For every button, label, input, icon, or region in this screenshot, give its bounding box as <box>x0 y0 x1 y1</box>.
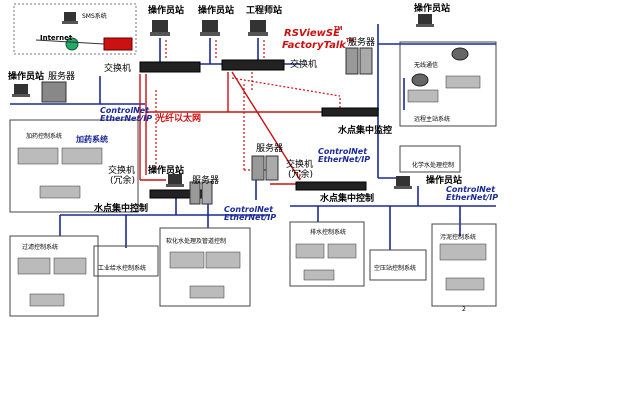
server-top-icon <box>345 47 373 75</box>
wireless-label: 无线通信 <box>414 62 439 69</box>
filter-system-label: 过滤控制系统 <box>22 244 59 251</box>
water-center-monitor-label: 水点集中监控 <box>338 126 393 136</box>
ethernet-mid: EtherNet/IP <box>318 155 371 164</box>
switch-redundant-left-icon <box>149 189 211 199</box>
satellite-dish-icons <box>411 47 469 87</box>
pc-op-station-topright-icon <box>416 14 434 27</box>
brand-factorytalk: FactoryTalk <box>282 40 346 51</box>
remote-plc-label: 远程主站系统 <box>414 116 451 123</box>
ethernet-right: EtherNet/IP <box>446 193 499 202</box>
pc-op-station-top2-icon <box>200 20 220 36</box>
pc-eng-station-icon <box>248 20 268 36</box>
pc-op-station-top1-icon <box>150 20 170 36</box>
sms-label: SMS系统 <box>82 13 107 20</box>
ethernet-left2: EtherNet/IP <box>224 213 277 222</box>
internet-globe-icon <box>65 37 79 51</box>
fiber-label: 光纤以太网 <box>156 114 202 124</box>
op-station-left-label: 操作员站 <box>8 72 45 82</box>
internet-label: Internet <box>40 34 73 42</box>
op-station-mid-label: 操作员站 <box>148 166 185 176</box>
controlnet-left: ControlNet <box>100 106 150 115</box>
plc-rack-group <box>17 75 487 307</box>
water-central-control-left: 水点集中控制 <box>94 204 149 214</box>
controlnet-left2: ControlNet <box>224 205 274 214</box>
op-station-top2-label: 操作员站 <box>198 6 235 16</box>
server-left2-label: 服务器 <box>192 176 220 186</box>
switch-top-center-icon <box>221 59 285 71</box>
chem-system-label: 化学水处理控制 <box>412 162 455 169</box>
switch-top-center-label: 交换机 <box>290 60 318 70</box>
air-frame <box>369 249 427 281</box>
softener-label: 软化水处理及管道控制 <box>166 238 227 245</box>
server-left-label: 服务器 <box>48 72 76 82</box>
air-control-label: 空压站控制系统 <box>374 265 417 272</box>
industrial-water-label: 工业给水控制系统 <box>98 265 147 272</box>
internet-sms-frame <box>13 3 137 55</box>
chem-frame <box>399 145 461 173</box>
red-fiber-lines <box>139 71 340 185</box>
sms-pc-icon <box>62 12 78 24</box>
page-number: 2 <box>462 306 466 313</box>
switch-top-left-label: 交换机 <box>104 64 132 74</box>
drain-control-label: 排水控制系统 <box>310 229 347 236</box>
switch-top-left-icon <box>139 61 201 73</box>
pc-op-station-left-icon <box>12 84 30 97</box>
dose-system-label: 加药系统 <box>76 135 108 144</box>
remote-station-frame <box>399 41 497 127</box>
controlnet-right: ControlNet <box>446 185 496 194</box>
dose-system-frame <box>9 119 139 213</box>
brand-rsview: RSViewSE <box>284 28 340 39</box>
redundant-mid-label: (冗余) <box>288 170 314 180</box>
pc-op-station-right-icon <box>394 176 412 189</box>
trademark-2: TM <box>346 38 355 44</box>
ethernet-left: EtherNet/IP <box>100 114 153 123</box>
server-left-icon <box>41 81 67 103</box>
redundant-left-label: (冗余) <box>110 176 136 186</box>
op-station-right-label: 操作员站 <box>426 176 463 186</box>
sludge-frame <box>431 223 497 307</box>
eng-station-label: 工程师站 <box>246 6 283 16</box>
op-station-top1-label: 操作员站 <box>148 6 185 16</box>
server-mid-label: 服务器 <box>256 144 284 154</box>
sludge-control-label: 污泥控制系统 <box>440 234 477 241</box>
pc-op-station-mid-icon <box>166 174 184 187</box>
switch-redundant-mid-icon <box>295 181 367 191</box>
internet-link <box>35 39 105 45</box>
dose-control-label: 加药控制系统 <box>26 133 63 140</box>
controlnet-mid: ControlNet <box>318 147 368 156</box>
server-left2-icon <box>189 181 213 205</box>
op-station-topright-label: 操作员站 <box>414 4 451 14</box>
switch-redundant-left-label: 交换机 <box>108 166 136 176</box>
trademark-1: TM <box>334 26 343 32</box>
water-central-control-right: 水点集中控制 <box>320 194 375 204</box>
softener-frame <box>159 227 251 307</box>
industrial-water-frame <box>93 245 159 277</box>
server-top-label: 服务器 <box>348 38 376 48</box>
switch-mid-right-icon <box>321 107 379 117</box>
server-mid-icon <box>251 155 279 181</box>
firewall-icon <box>103 37 133 51</box>
switch-redundant-mid-label: 交换机 <box>286 160 314 170</box>
drain-frame <box>289 221 365 287</box>
